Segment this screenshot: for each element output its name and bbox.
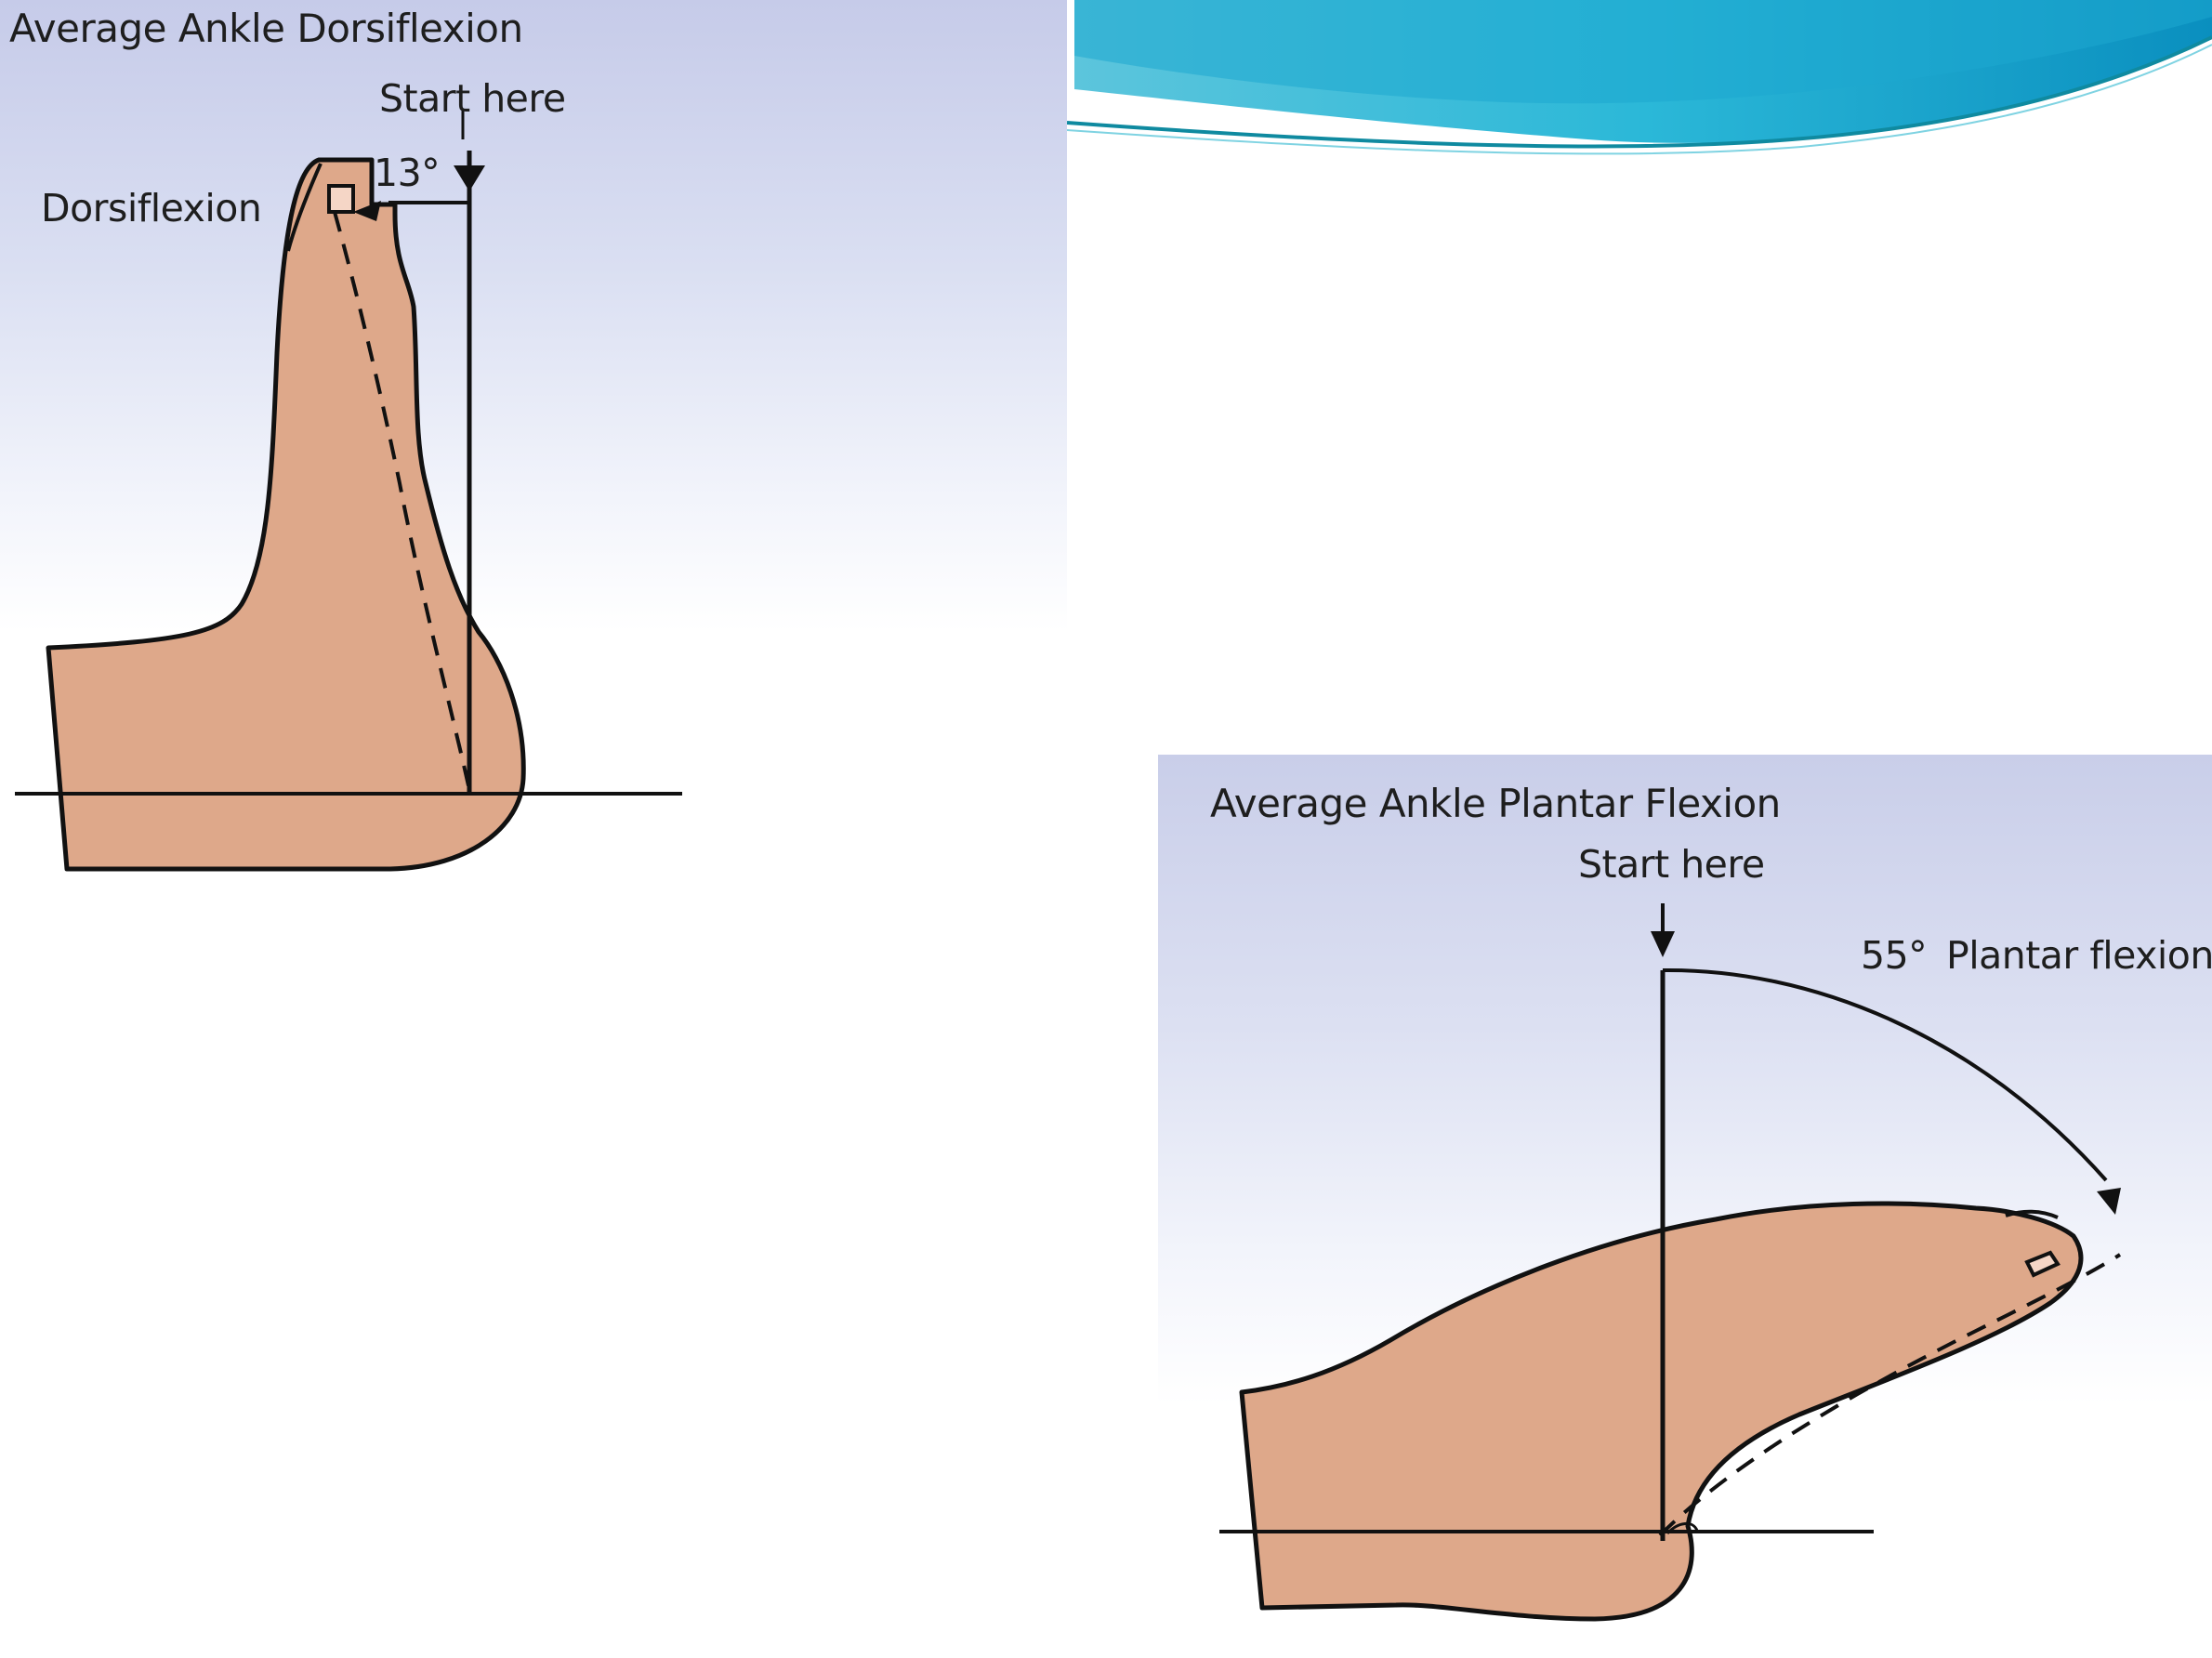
dorsiflexion-foot-shape xyxy=(46,157,526,872)
plantar-angle-label: 55° xyxy=(1861,933,1928,978)
dorsiflexion-arrowhead-icon xyxy=(353,201,381,221)
dorsiflexion-start-label: Start here xyxy=(379,76,566,121)
plantar-start-label: Start here xyxy=(1578,842,1765,887)
dorsiflexion-illustration xyxy=(15,110,682,872)
toenail-icon xyxy=(327,184,355,214)
plantar-toenail-icon xyxy=(2024,1250,2061,1278)
plantar-start-arrow-icon xyxy=(1651,931,1675,957)
plantar-dashed-axis xyxy=(1658,1253,2122,1537)
plantar-flexion-illustration xyxy=(1219,903,2122,1622)
plantar-title: Average Ankle Plantar Flexion xyxy=(1210,781,1781,826)
dorsiflexion-title: Average Ankle Dorsiflexion xyxy=(9,6,523,51)
dorsiflexion-angle-label: 13° xyxy=(374,151,441,195)
dorsiflexion-start-arrow-icon xyxy=(454,165,485,191)
plantar-motion-label: Plantar flexion xyxy=(1946,933,2212,978)
dorsiflexion-motion-label: Dorsiflexion xyxy=(41,186,262,230)
plantar-flexion-diagram-panel: Average Ankle Plantar Flexion Start here… xyxy=(1158,755,2212,1658)
plantar-arc-arrowhead-icon xyxy=(2097,1188,2121,1215)
header-wave-decoration xyxy=(1067,0,2212,155)
dorsiflexion-dashed-axis xyxy=(333,211,471,791)
plantar-angle-arc xyxy=(1662,967,2108,1182)
dorsiflexion-diagram-panel: Average Ankle Dorsiflexion Start here 13… xyxy=(0,0,1067,957)
